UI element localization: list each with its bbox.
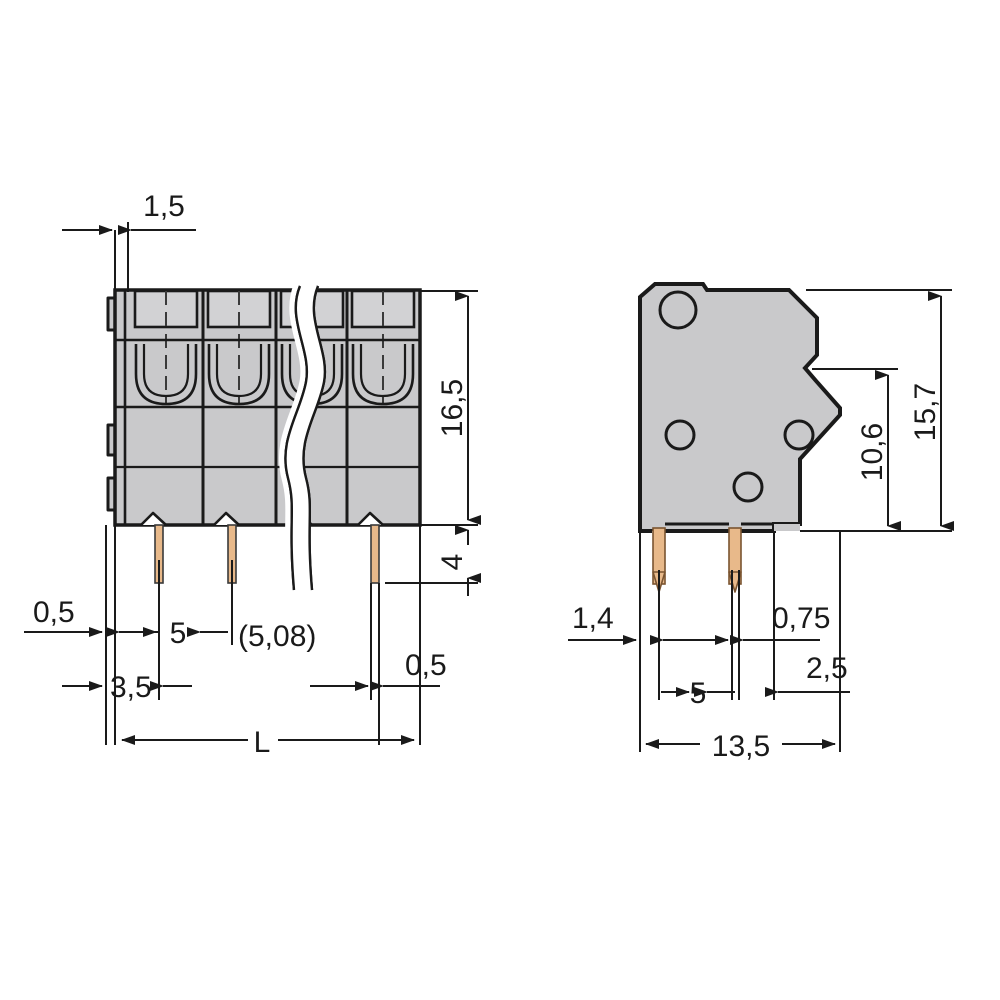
dim-label-0-75: 0,75: [772, 602, 830, 635]
dim-label-13-5: 13,5: [712, 730, 770, 763]
front-view-pole-1: [133, 289, 199, 406]
dim-front-1-5: 1,5: [62, 190, 196, 292]
dim-front-5-08: (5,08): [238, 620, 316, 653]
dim-front-16-5: 16,5: [420, 290, 481, 526]
dim-label-4: 4: [436, 554, 469, 571]
dim-label-0-5-right: 0,5: [405, 649, 447, 682]
dim-side-2-5: 2,5: [765, 652, 850, 697]
side-view-bores: [658, 290, 815, 503]
dim-label-2-5: 2,5: [806, 652, 848, 685]
dim-label-5-08: (5,08): [238, 620, 316, 653]
front-view-pins: [154, 524, 380, 584]
dim-label-1-4: 1,4: [572, 602, 614, 635]
dim-label-0-5-left: 0,5: [33, 596, 75, 629]
side-view: 15,7 10,6 1,4: [568, 282, 954, 763]
front-view-internal-lines: [115, 338, 420, 469]
front-view-break-line: [278, 283, 327, 591]
dim-front-4: 4: [385, 525, 481, 596]
side-view-witness-lines: [639, 531, 841, 752]
dim-side-0-75: 0,75: [700, 602, 830, 645]
front-view: 1,5 16,5 4: [24, 190, 481, 759]
side-view-housing: [638, 282, 842, 533]
side-view-pins: [652, 522, 774, 593]
dim-label-1-5: 1,5: [143, 190, 185, 223]
dim-label-3-5: 3,5: [110, 671, 152, 704]
dim-front-L: L: [121, 726, 415, 759]
dim-side-1-4: 1,4: [568, 602, 700, 645]
dim-side-10-6: 10,6: [812, 368, 901, 531]
dim-side-15-7: 15,7: [800, 289, 954, 532]
dim-label-5: 5: [170, 617, 187, 650]
front-view-witness-lines: [105, 525, 421, 745]
dim-front-0-5-right: 0,5: [310, 649, 447, 691]
dim-label-15-7: 15,7: [909, 383, 942, 441]
dim-label-10-6: 10,6: [856, 423, 889, 481]
dim-side-5: 5: [661, 677, 735, 710]
dim-label-L: L: [254, 726, 271, 759]
front-view-pole-separators: [123, 290, 349, 525]
dim-front-3-5: 3,5: [62, 671, 192, 704]
dim-label-16-5: 16,5: [436, 379, 469, 437]
dim-side-13-5: 13,5: [645, 730, 836, 763]
front-view-pole-2: [206, 289, 272, 406]
front-view-pole-4: [350, 289, 416, 406]
dim-front-5: 5: [128, 617, 228, 650]
dim-front-0-5-left: 0,5: [24, 596, 160, 637]
dim-label-5-side: 5: [690, 677, 707, 710]
